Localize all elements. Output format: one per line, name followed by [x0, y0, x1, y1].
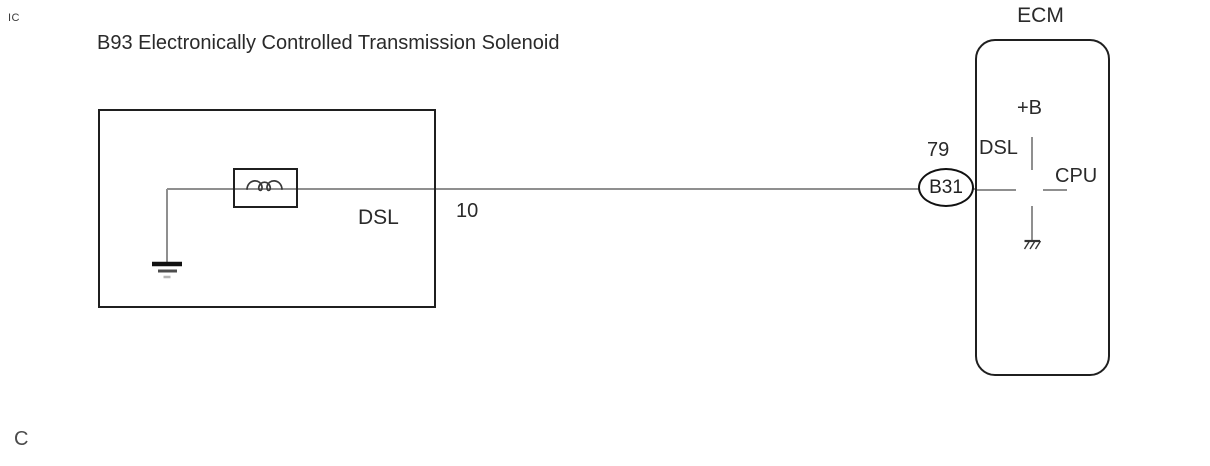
- solenoid-pin-number: 10: [456, 200, 479, 222]
- ecm-dsl-label: DSL: [979, 137, 1018, 159]
- coil-box: [233, 168, 298, 208]
- ecm-power-label: +B: [1017, 97, 1043, 119]
- ecm-title: ECM: [1017, 4, 1064, 27]
- solenoid-dsl-label: DSL: [358, 206, 399, 229]
- connector-code-label: B31: [929, 176, 963, 198]
- ecm-box: [975, 39, 1110, 376]
- diagram-title: B93 Electronically Controlled Transmissi…: [97, 32, 560, 54]
- ic-box: IC: [0, 0, 28, 36]
- footer-mark: C: [14, 428, 29, 450]
- chassis-ground-icon: [1023, 239, 1042, 250]
- ecm-cpu-label: CPU: [1055, 165, 1098, 187]
- connector-pin-number: 79: [927, 139, 950, 161]
- signal-wire: [166, 137, 1067, 262]
- connector-b31: B31: [918, 168, 974, 207]
- earth-ground-icon: [152, 261, 182, 279]
- ic-label: IC: [8, 12, 20, 24]
- solenoid-component-box: [98, 109, 436, 308]
- solenoid-coil-icon: [246, 180, 283, 192]
